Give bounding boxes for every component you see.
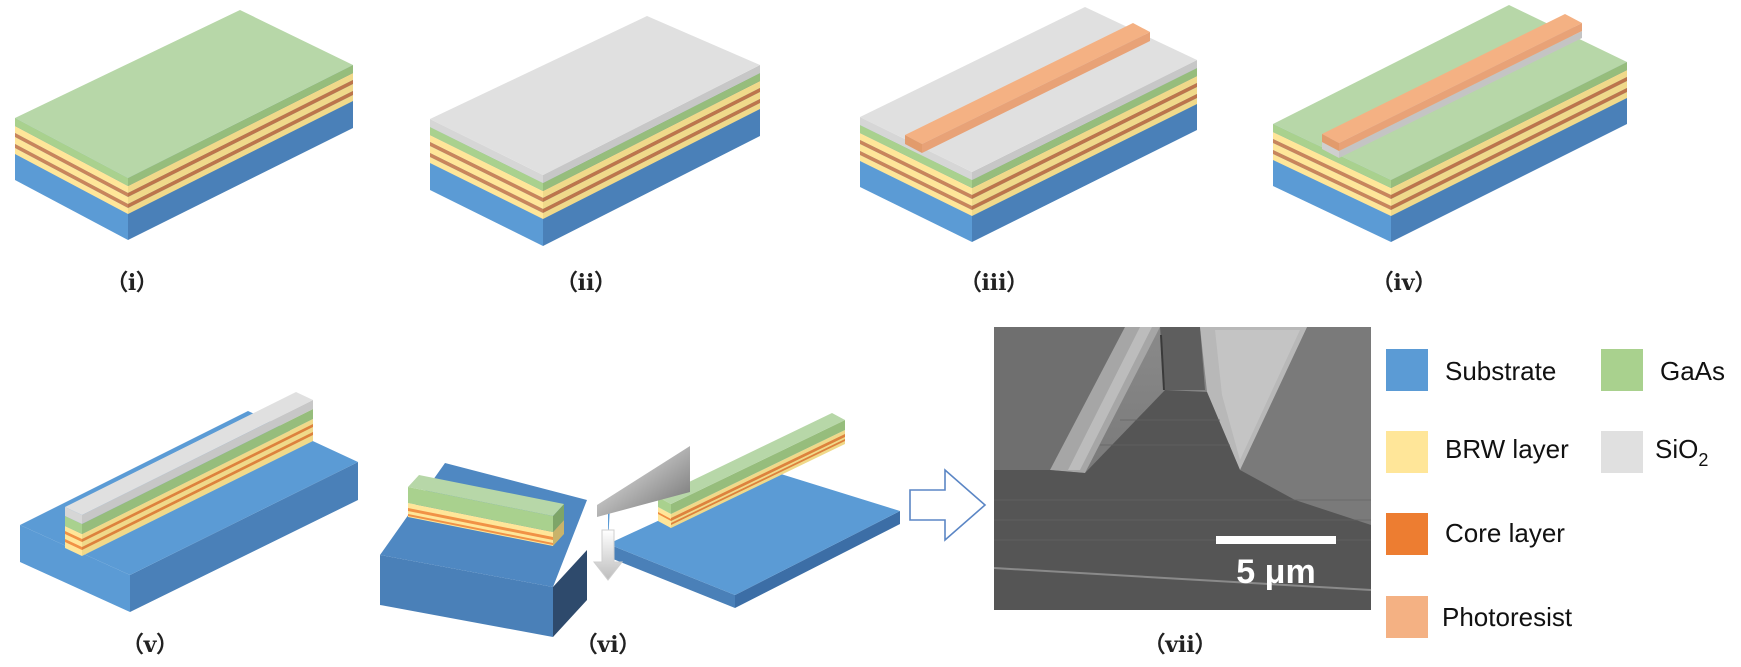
step-label-iii: （iii） xyxy=(959,270,1028,296)
legend-label-substrate: Substrate xyxy=(1445,356,1556,386)
legend-swatch-core xyxy=(1386,513,1428,555)
legend-label-sio2: SiO2 xyxy=(1655,434,1708,470)
legend-label-gaas: GaAs xyxy=(1660,356,1725,386)
process-arrow xyxy=(909,468,987,542)
scale-bar xyxy=(1216,536,1336,544)
legend-swatch-substrate xyxy=(1386,349,1428,391)
legend-label-core: Core layer xyxy=(1445,518,1565,548)
step-vi-cleave xyxy=(380,413,900,637)
step-iv-wafer xyxy=(1273,5,1627,242)
legend-swatch-gaas xyxy=(1601,349,1643,391)
legend-label-brw: BRW layer xyxy=(1445,434,1569,464)
step-i-wafer xyxy=(15,10,353,240)
step-label-iv: （iv） xyxy=(1371,270,1436,296)
step-label-v: （v） xyxy=(122,632,179,658)
step-v-wafer xyxy=(20,392,358,612)
legend: Substrate GaAs BRW layer SiO2 Core layer… xyxy=(1386,349,1725,638)
step-label-ii: （ii） xyxy=(556,270,617,296)
step-label-i: （i） xyxy=(106,270,158,296)
legend-swatch-photoresist xyxy=(1386,596,1428,638)
step-label-vi: （vi） xyxy=(575,632,640,658)
sem-image: 5 μm xyxy=(993,327,1372,610)
legend-label-photoresist: Photoresist xyxy=(1442,602,1573,632)
step-iii-wafer xyxy=(860,7,1197,242)
step-ii-wafer xyxy=(430,16,760,246)
step-label-vii: （vii） xyxy=(1143,632,1217,658)
scale-bar-label: 5 μm xyxy=(1236,553,1315,591)
legend-swatch-sio2 xyxy=(1601,431,1643,473)
legend-swatch-brw xyxy=(1386,431,1428,473)
